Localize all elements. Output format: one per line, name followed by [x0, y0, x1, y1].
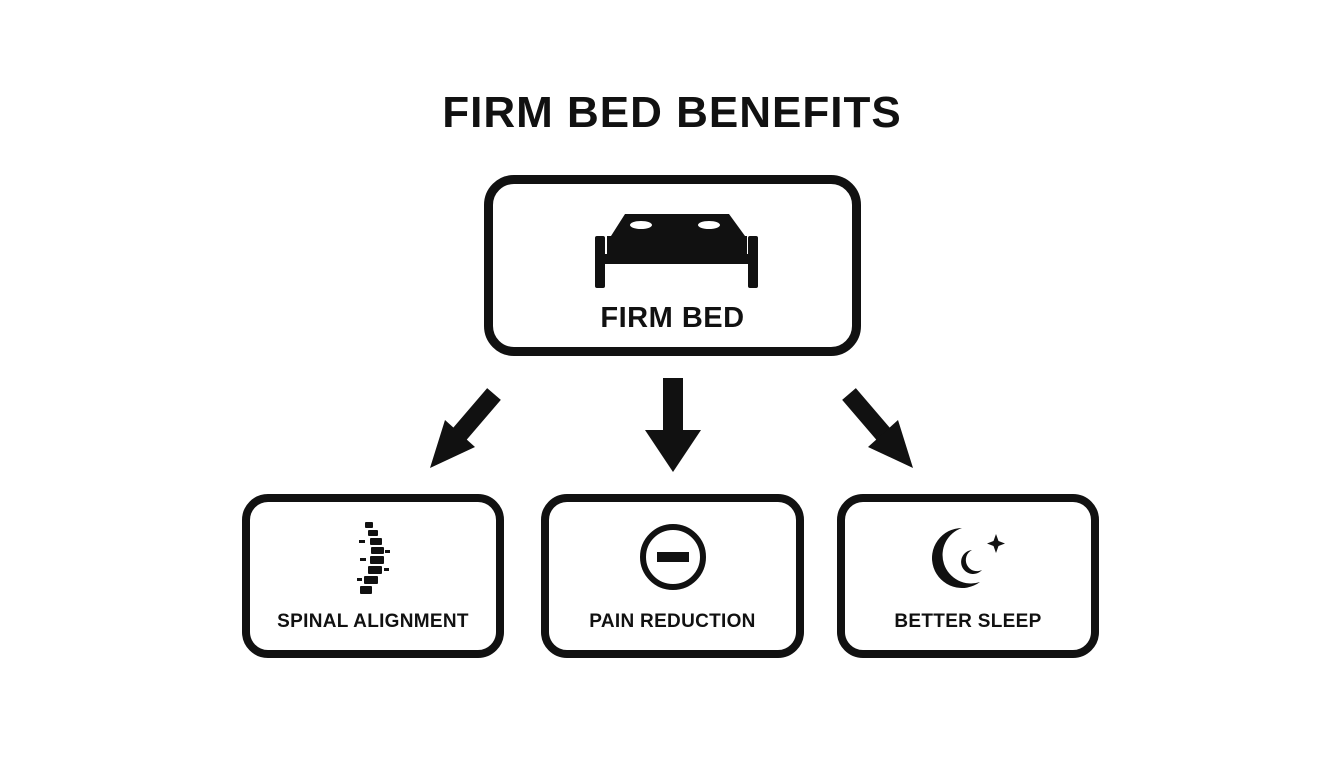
- pain-reduction-node: PAIN REDUCTION: [541, 494, 804, 658]
- firm-bed-label: FIRM BED: [600, 302, 745, 334]
- moon-star-icon: [932, 528, 1005, 588]
- diagram-title: FIRM BED BENEFITS: [442, 88, 902, 137]
- firm-bed-node: FIRM BED: [484, 175, 861, 356]
- better-sleep-label: BETTER SLEEP: [894, 611, 1042, 632]
- spine-icon: [357, 522, 390, 594]
- better-sleep-node: BETTER SLEEP: [837, 494, 1099, 658]
- arrow-to-better-sleep: [842, 388, 913, 468]
- bed-icon: [595, 214, 758, 288]
- minus-circle-icon: [639, 524, 706, 590]
- pain-reduction-label: PAIN REDUCTION: [589, 611, 756, 632]
- spinal-alignment-node: SPINAL ALIGNMENT: [242, 494, 504, 658]
- arrow-to-spinal-alignment: [430, 388, 501, 468]
- arrow-to-pain-reduction: [645, 378, 701, 472]
- spinal-alignment-label: SPINAL ALIGNMENT: [277, 611, 469, 632]
